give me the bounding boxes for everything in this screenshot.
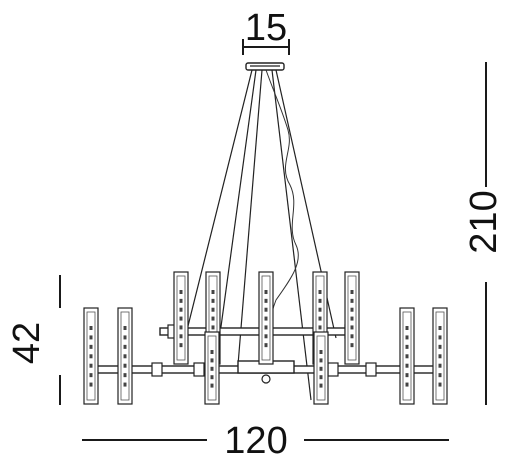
glass-tube-light xyxy=(344,271,360,365)
led-bulb xyxy=(405,354,409,359)
led-bulb xyxy=(210,366,214,371)
led-bulb xyxy=(405,344,409,349)
led-bulb xyxy=(264,343,268,348)
dimension-body-height: 42 xyxy=(6,275,61,405)
led-bulb xyxy=(89,382,93,387)
glass-tube-light xyxy=(204,331,220,405)
led-bulb xyxy=(123,326,127,330)
power-cable xyxy=(265,69,299,366)
led-bulb xyxy=(210,350,214,354)
led-bulb xyxy=(405,326,409,330)
led-bulb xyxy=(350,316,354,321)
led-bulb xyxy=(123,363,127,368)
led-bulb xyxy=(179,334,183,339)
led-bulb xyxy=(264,307,268,312)
led-bulb xyxy=(318,290,322,294)
led-bulb xyxy=(350,307,354,312)
led-bulb xyxy=(211,290,215,294)
led-bulb xyxy=(89,344,93,349)
glass-tube-lights xyxy=(83,271,448,405)
led-bulb xyxy=(319,366,323,371)
led-bulb xyxy=(350,290,354,294)
led-bulb xyxy=(264,290,268,294)
glass-tube-light xyxy=(117,307,133,405)
led-bulb xyxy=(319,350,323,354)
led-bulb xyxy=(405,382,409,387)
lower-bar-joints xyxy=(151,362,377,377)
led-bulb xyxy=(350,325,354,330)
led-bulb xyxy=(319,375,323,380)
dimension-label-width: 120 xyxy=(224,420,287,462)
center-knob xyxy=(261,374,271,384)
led-bulb xyxy=(405,335,409,340)
led-bulb xyxy=(179,316,183,321)
led-bulb xyxy=(179,325,183,330)
glass-tube-light xyxy=(83,307,99,405)
led-bulb xyxy=(179,307,183,312)
ceiling-canopy xyxy=(245,62,285,71)
led-bulb xyxy=(350,334,354,339)
led-bulb xyxy=(89,335,93,340)
led-bulb xyxy=(350,298,354,303)
dimension-canopy-width: 15 xyxy=(242,7,290,55)
led-bulb xyxy=(438,373,442,378)
led-bulb xyxy=(438,326,442,330)
glass-tube-light xyxy=(313,331,329,405)
led-bulb xyxy=(264,334,268,339)
led-bulb xyxy=(438,382,442,387)
led-bulb xyxy=(123,354,127,359)
led-bulb xyxy=(210,383,214,388)
led-bulb xyxy=(89,363,93,368)
led-bulb xyxy=(211,325,215,330)
led-bulb xyxy=(89,354,93,359)
dimension-label-canopy: 15 xyxy=(245,7,287,49)
led-bulb xyxy=(210,358,214,363)
led-bulb xyxy=(123,344,127,349)
led-bulb xyxy=(438,344,442,349)
glass-tube-light xyxy=(173,271,189,365)
led-bulb xyxy=(264,316,268,321)
glass-tube-light xyxy=(432,307,448,405)
led-bulb xyxy=(319,383,323,388)
led-bulb xyxy=(318,316,322,321)
led-bulb xyxy=(211,316,215,321)
led-bulb xyxy=(179,290,183,294)
led-bulb xyxy=(438,335,442,340)
led-bulb xyxy=(123,335,127,340)
dimension-label-body-height: 42 xyxy=(6,322,48,364)
led-bulb xyxy=(264,325,268,330)
led-bulb xyxy=(318,307,322,312)
led-bulb xyxy=(405,363,409,368)
led-bulb xyxy=(89,326,93,330)
led-bulb xyxy=(89,373,93,378)
led-bulb xyxy=(438,363,442,368)
led-bulb xyxy=(211,307,215,312)
led-bulb xyxy=(319,358,323,363)
dimension-total-height: 210 xyxy=(463,62,505,405)
led-bulb xyxy=(210,375,214,380)
led-bulb xyxy=(438,354,442,359)
led-bulb xyxy=(123,382,127,387)
dimension-total-width: 120 xyxy=(82,420,449,462)
led-bulb xyxy=(350,343,354,348)
led-bulb xyxy=(318,298,322,303)
glass-tube-light xyxy=(258,271,274,365)
dimension-label-height: 210 xyxy=(463,190,505,253)
led-bulb xyxy=(264,298,268,303)
led-bulb xyxy=(318,325,322,330)
led-bulb xyxy=(179,343,183,348)
led-bulb xyxy=(123,373,127,378)
glass-tube-light xyxy=(399,307,415,405)
led-bulb xyxy=(405,373,409,378)
led-bulb xyxy=(211,298,215,303)
led-bulb xyxy=(179,298,183,303)
